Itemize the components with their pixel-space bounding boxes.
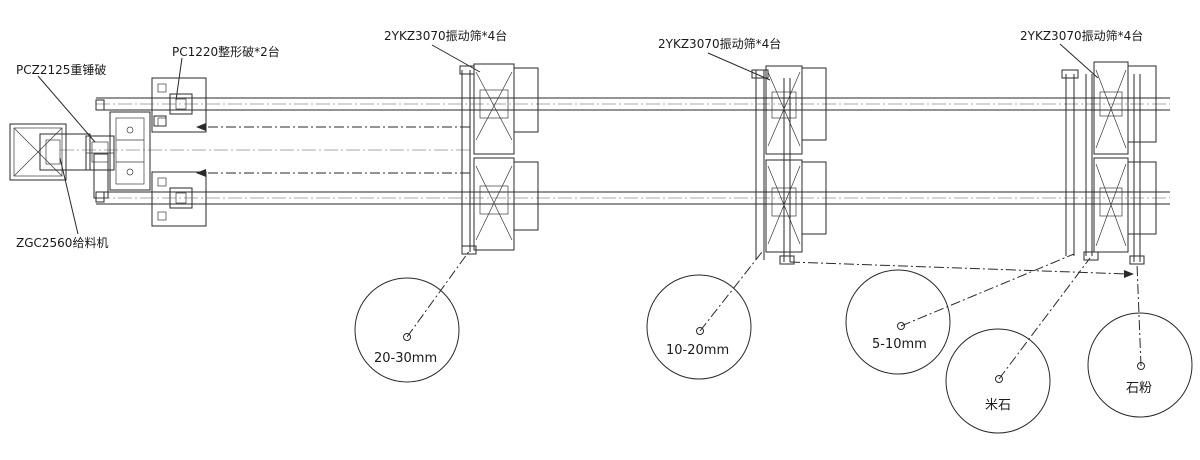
stockpile-20-30 xyxy=(354,249,471,383)
stockpile-rice-stone xyxy=(945,257,1091,434)
screen-group-1 xyxy=(459,63,539,255)
stockpile-label-5-10: 5-10mm xyxy=(872,337,927,352)
stockpile-label-10-20: 10-20mm xyxy=(666,343,729,358)
label-shaping-crusher: PC1220整形破*2台 xyxy=(172,44,280,59)
feeder-unit xyxy=(9,123,91,181)
leader-screen-group-3 xyxy=(1059,43,1099,79)
conveyor-upper xyxy=(95,97,1170,111)
shaping-crusher-bottom xyxy=(151,171,207,227)
conveyor-lower xyxy=(95,191,1170,205)
screen-group-3 xyxy=(1061,61,1157,265)
distribution-frame xyxy=(109,111,167,191)
stockpile-label-rice-stone: 米石 xyxy=(985,398,1011,413)
screen-group-2 xyxy=(751,65,827,265)
label-screen-group-1: 2YKZ3070振动筛*4台 xyxy=(384,28,507,43)
stockpile-label-stone-powder: 石粉 xyxy=(1126,381,1152,396)
return-arrows xyxy=(60,123,470,177)
stockpile-10-20 xyxy=(646,251,763,380)
leader-impact-crusher xyxy=(37,75,96,143)
shaping-crusher-top xyxy=(151,77,207,133)
label-screen-group-2: 2YKZ3070振动筛*4台 xyxy=(658,36,781,51)
label-screen-group-3: 2YKZ3070振动筛*4台 xyxy=(1020,28,1143,43)
leader-screen-group-1 xyxy=(431,44,481,73)
label-feeder: ZGC2560给料机 xyxy=(16,236,108,250)
discharge-arrow xyxy=(789,261,1134,278)
label-impact-crusher: PCZ2125重锤破 xyxy=(16,62,106,77)
leader-shaping-crusher xyxy=(175,57,183,101)
leader-screen-group-2 xyxy=(707,52,771,81)
leader-feeder xyxy=(59,157,79,235)
stockpile-label-20-30: 20-30mm xyxy=(374,351,437,366)
stockpile-stone-powder xyxy=(1087,263,1193,418)
stockpile-5-10 xyxy=(845,253,1075,375)
